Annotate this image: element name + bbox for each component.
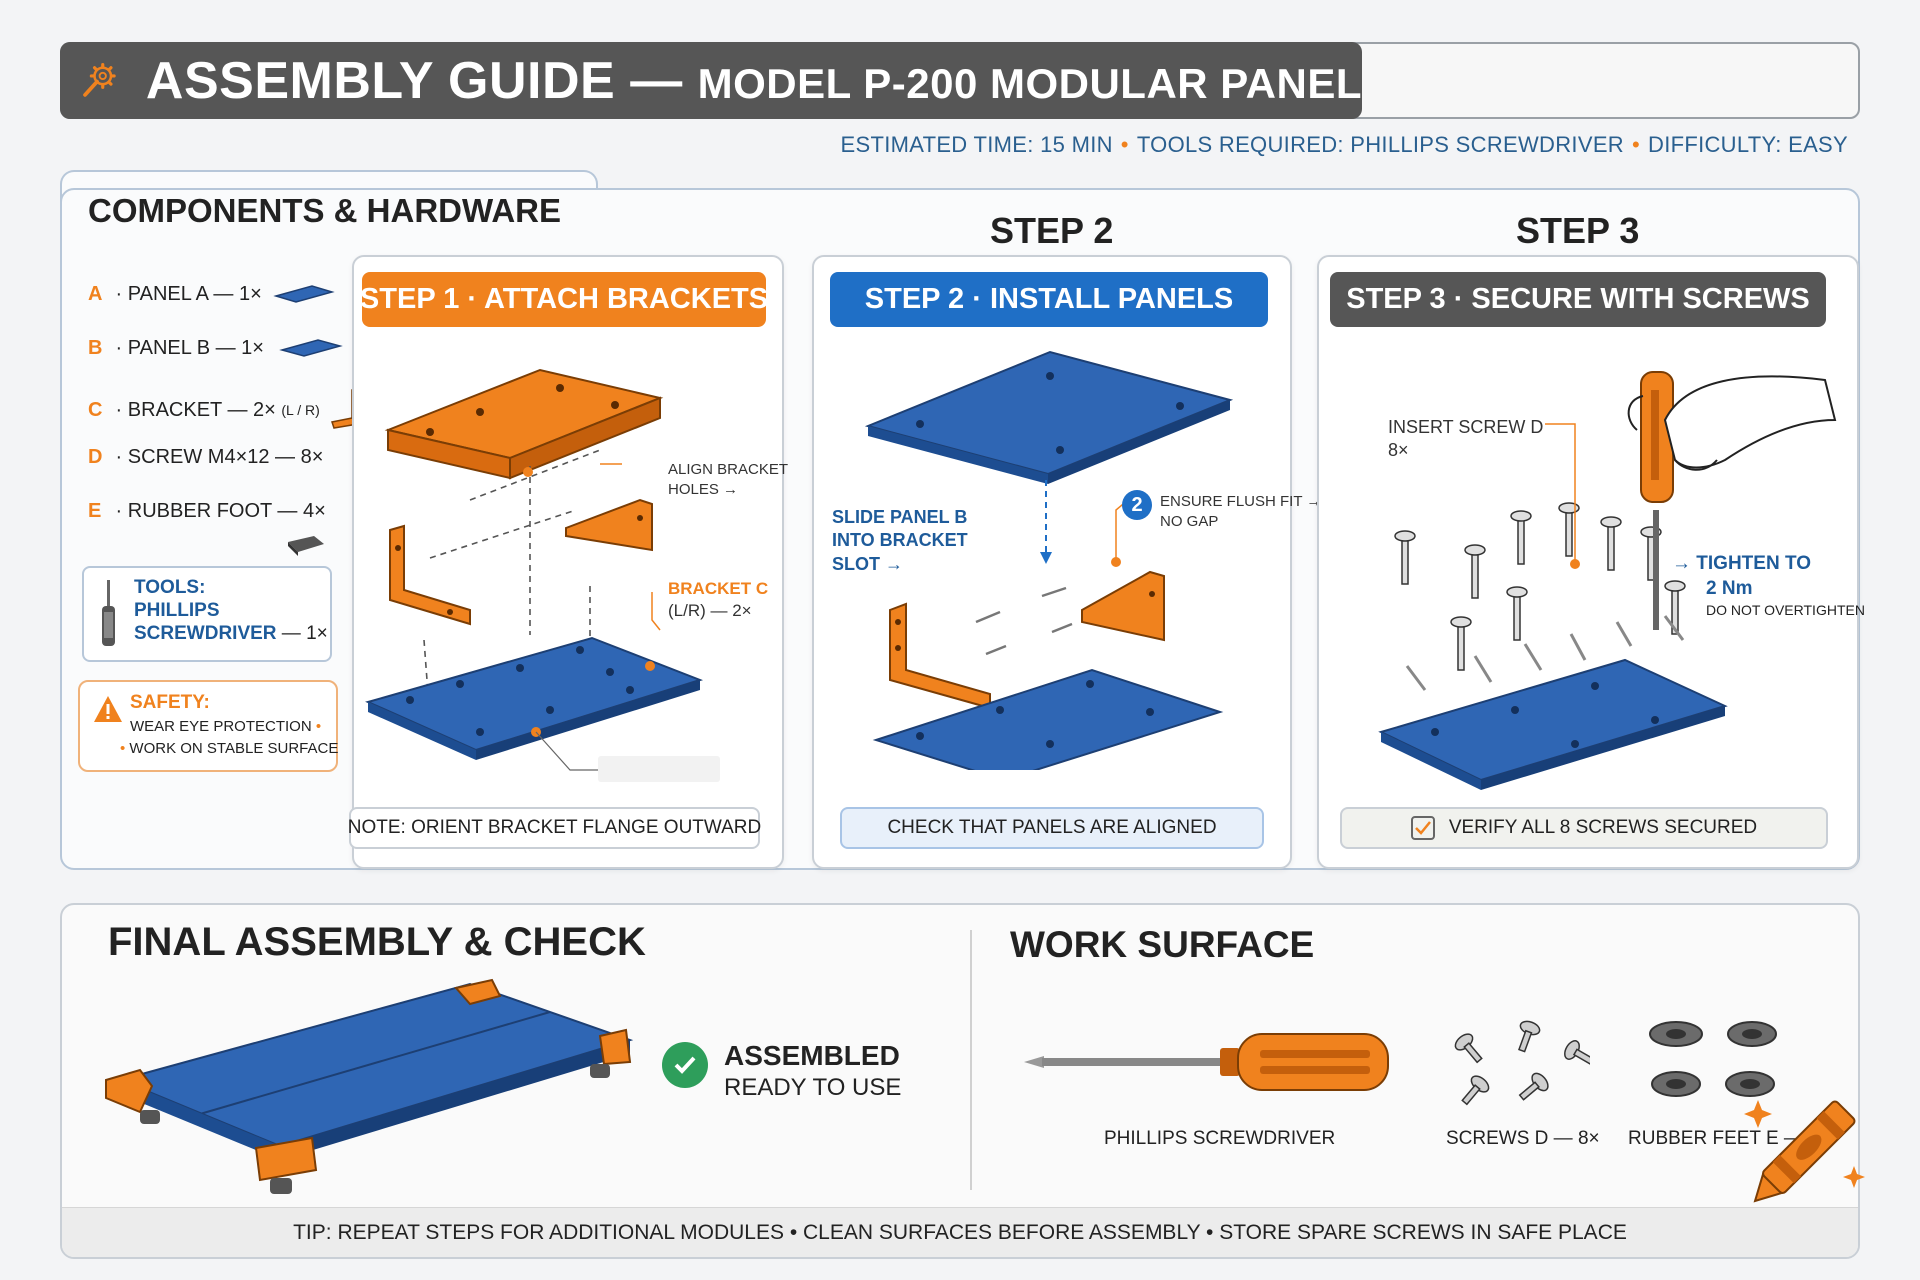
screw-icon: [1664, 580, 1686, 635]
phillips-screwdriver-illustration: [1024, 1033, 1389, 1091]
components-title: COMPONENTS & HARDWARE: [88, 192, 562, 229]
meta-difficulty: DIFFICULTY: EASY: [1648, 132, 1848, 157]
panel-a-icon: [273, 285, 335, 303]
rubber-feet-illustration: [1649, 1021, 1777, 1097]
step2-heading: STEP 2: [990, 210, 1114, 251]
component-row-b: B · PANEL B — 1×: [88, 336, 348, 360]
step-marker-2: 2: [1122, 490, 1152, 520]
meta-line: ESTIMATED TIME: 15 MIN•TOOLS REQUIRED: P…: [840, 132, 1848, 157]
assembled-status: ASSEMBLED READY TO USE: [724, 1040, 902, 1101]
step1-callout-bracket: BRACKET C(L/R) — 2×: [668, 579, 769, 621]
gear-wrench-icon: [83, 62, 116, 97]
rubber-foot-icon: [288, 536, 324, 556]
screw-icon: [1510, 510, 1532, 565]
screw-icon: [1464, 544, 1486, 599]
step3-illustration: [1378, 371, 1837, 790]
tip-bar: TIP: REPEAT STEPS FOR ADDITIONAL MODULES…: [62, 1207, 1858, 1257]
screwdriver-icon: [102, 580, 115, 646]
page-title: ASSEMBLY GUIDE — MODEL P-200 MODULAR PAN…: [145, 51, 1362, 110]
label-screwdriver: PHILLIPS SCREWDRIVER: [1104, 1128, 1336, 1149]
step3-note: VERIFY ALL 8 SCREWS SECURED: [1340, 807, 1828, 849]
warning-icon: [94, 696, 122, 722]
step1-note: NOTE: ORIENT BRACKET FLANGE OUTWARD: [348, 807, 761, 849]
assembled-panel-illustration: [105, 978, 634, 1194]
screw-icon: [1394, 530, 1416, 585]
checkbox-icon: [1410, 816, 1435, 840]
label-screws: SCREWS D — 8×: [1446, 1128, 1600, 1149]
screw-icon: [1600, 516, 1622, 571]
component-row-e: E · RUBBER FOOT — 4×: [88, 500, 326, 522]
header-bar: ASSEMBLY GUIDE — MODEL P-200 MODULAR PAN…: [60, 42, 1362, 119]
meta-tools: TOOLS REQUIRED: PHILLIPS SCREWDRIVER: [1136, 132, 1624, 157]
tools-box: TOOLS: PHILLIPS SCREWDRIVER — 1×: [82, 566, 332, 662]
screw-icon: [1558, 502, 1580, 557]
screw-icon: [1506, 586, 1528, 641]
step2-illustration: [864, 350, 1234, 770]
meta-time: ESTIMATED TIME: 15 MIN: [840, 132, 1113, 157]
safety-box: SAFETY: WEAR EYE PROTECTION • • WORK ON …: [78, 680, 338, 772]
step2-title: STEP 2 · INSTALL PANELS: [830, 272, 1268, 327]
crayon-icon: [1744, 1100, 1865, 1203]
component-row-d: D · SCREW M4×12 — 8×: [88, 446, 324, 468]
bottom-divider: [970, 930, 972, 1190]
component-row-c: C · BRACKET — 2× (L / R): [88, 388, 366, 432]
step3-heading: STEP 3: [1516, 210, 1640, 251]
step1-title: STEP 1 · ATTACH BRACKETS: [360, 272, 768, 327]
screw-icon: [1450, 616, 1472, 671]
step1-illustration: [365, 368, 720, 782]
screws-illustration: [1454, 1020, 1590, 1106]
step3-title: STEP 3 · SECURE WITH SCREWS: [1330, 272, 1826, 327]
panel-b-icon: [279, 339, 343, 357]
step2-note: CHECK THAT PANELS ARE ALIGNED: [840, 807, 1264, 849]
final-title: FINAL ASSEMBLY & CHECK: [108, 920, 646, 964]
step2-callout-flush: ENSURE FLUSH FIT →NO GAP: [1160, 493, 1322, 530]
component-row-a: A · PANEL A — 1×: [88, 282, 336, 306]
label-rubber-feet: RUBBER FEET E —: [1628, 1128, 1803, 1149]
step3-callout-tighten: → TIGHTEN TO 2 Nm DO NOT OVERTIGHTEN: [1672, 553, 1865, 619]
check-icon: [662, 1042, 708, 1088]
work-surface-title: WORK SURFACE: [1010, 924, 1315, 965]
